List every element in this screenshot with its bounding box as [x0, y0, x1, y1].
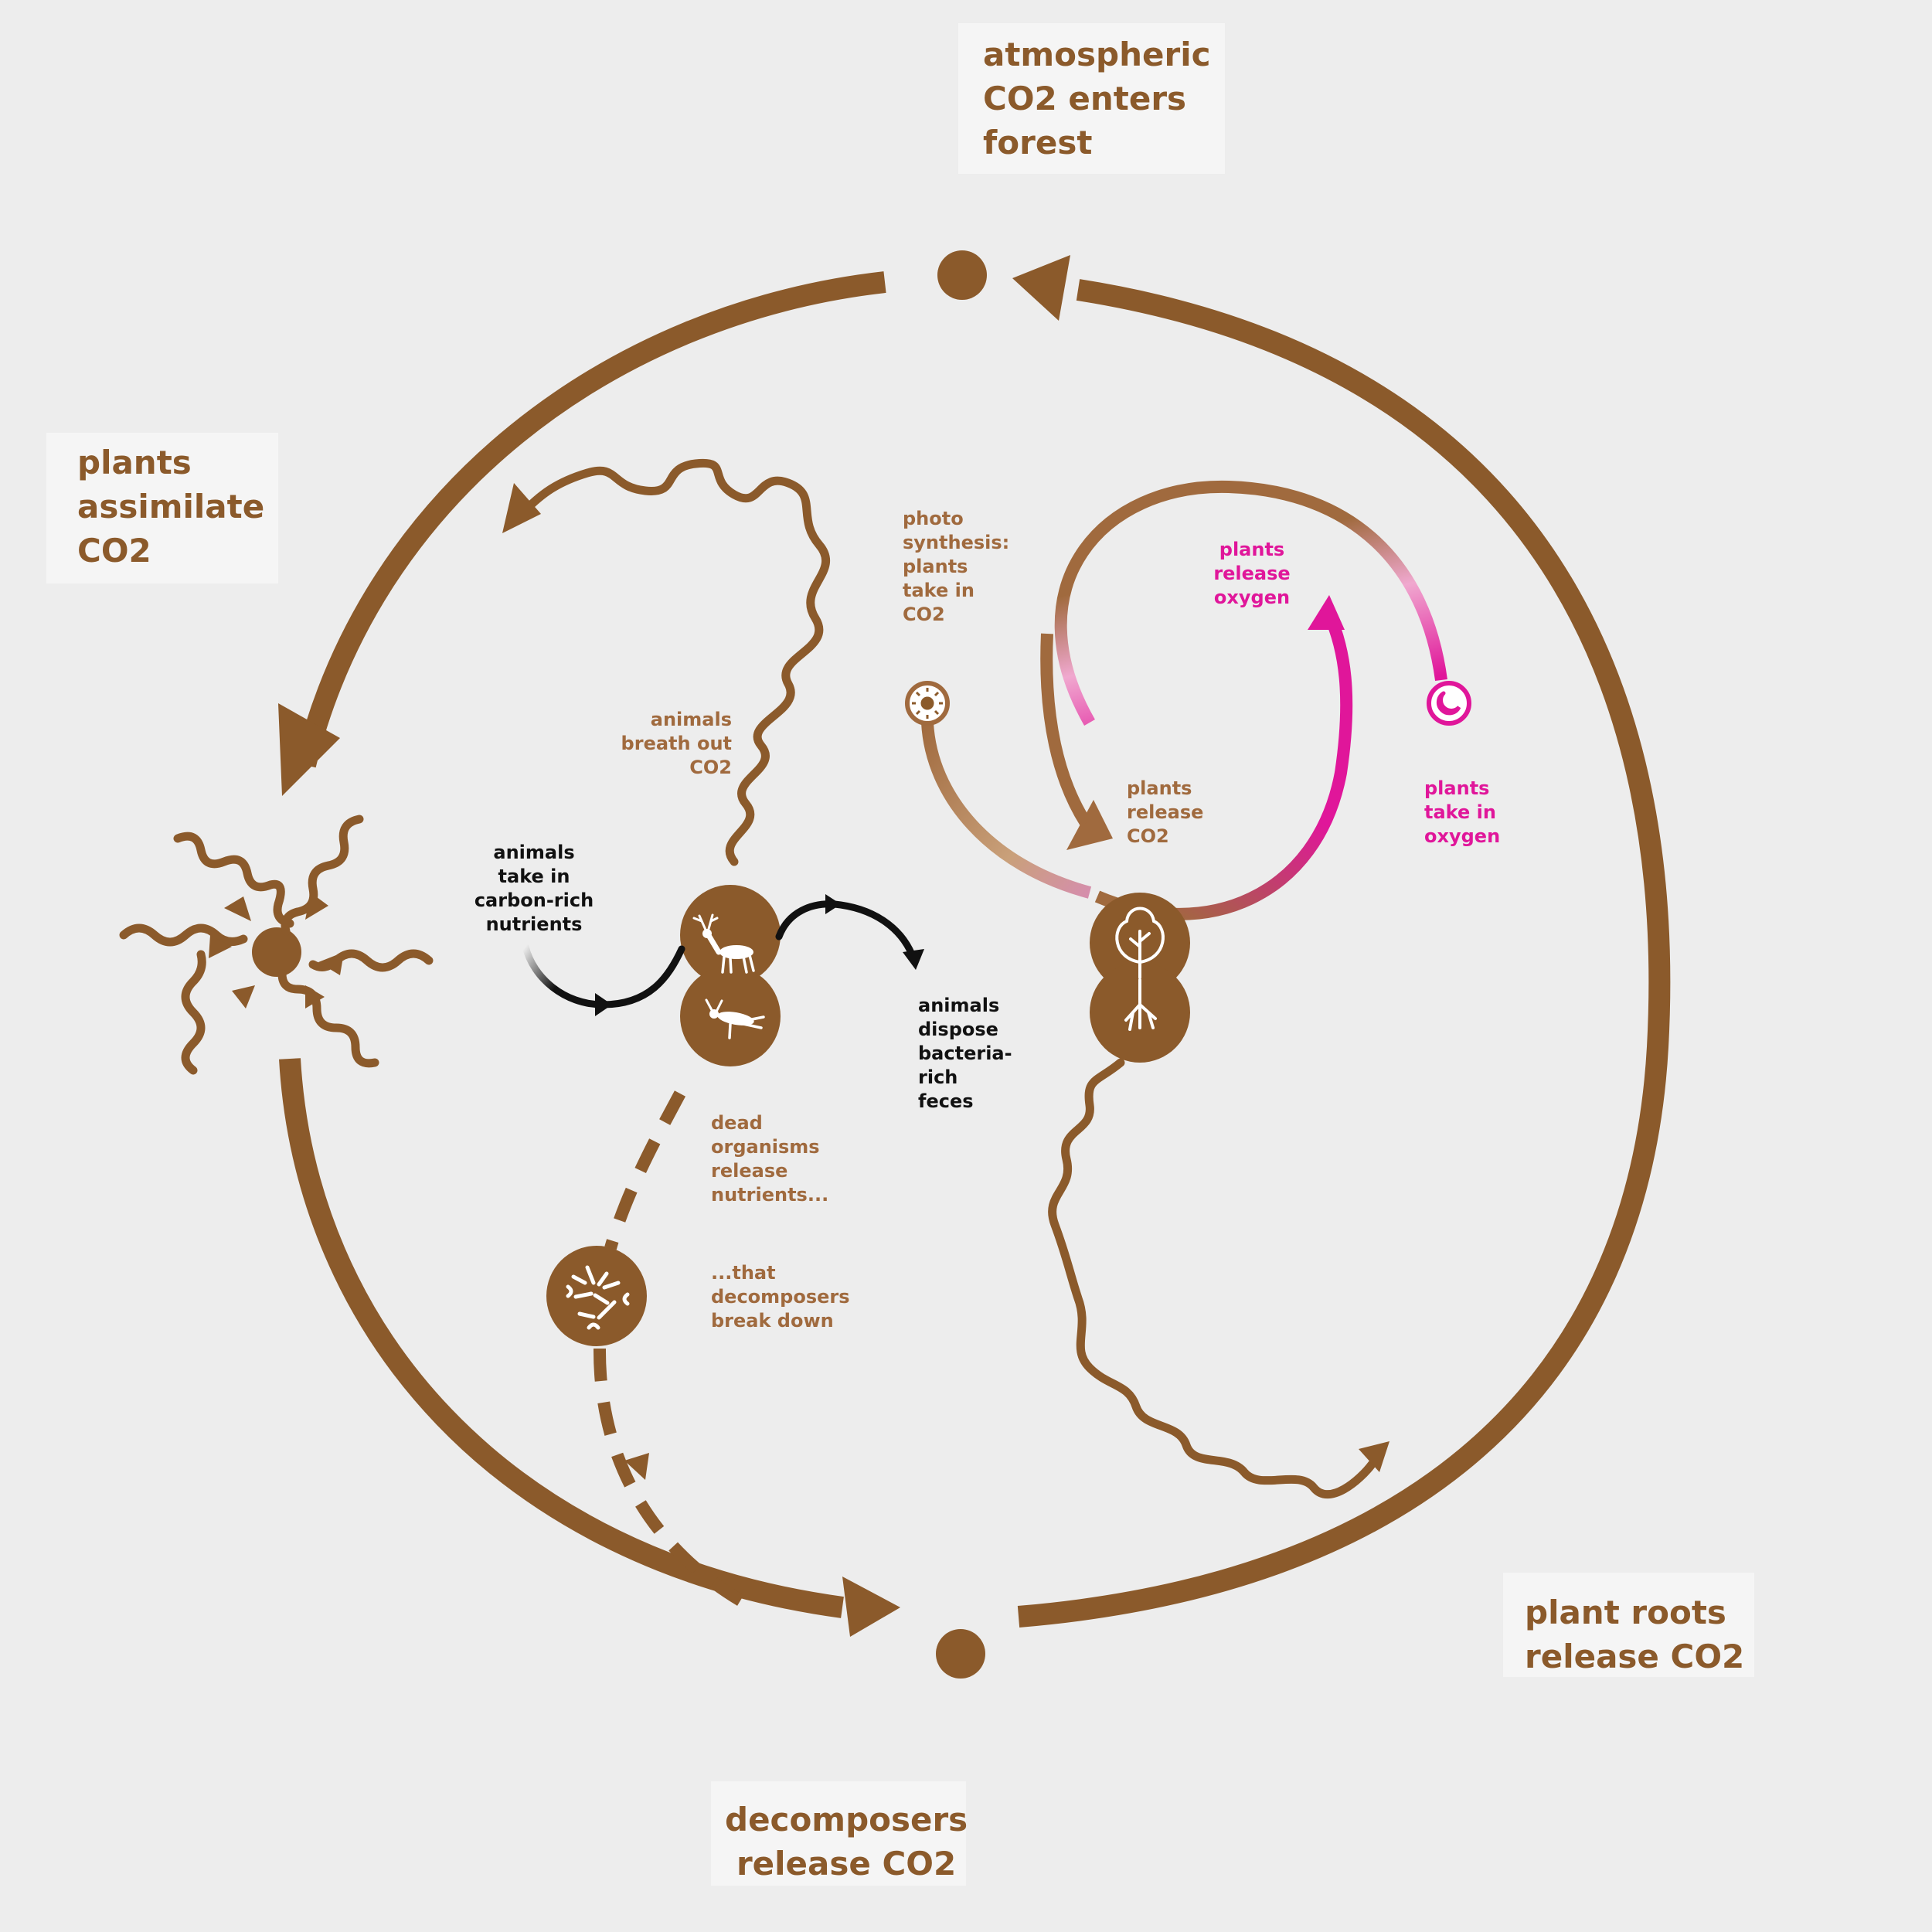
label-panel-assimilate	[46, 433, 278, 583]
outer-arrowheads	[278, 255, 1070, 1637]
label-panel-decomposers	[711, 1781, 966, 1886]
label-plants-release-oxygen: plants release oxygen	[1213, 539, 1291, 608]
dead-animal-icon	[705, 998, 765, 1039]
arrow-animals-dispose	[775, 900, 916, 958]
arrowhead-to-plants	[278, 703, 340, 796]
label-plants-release-co2: plants release CO2	[1127, 777, 1204, 847]
arc-photosynthesis	[921, 722, 1092, 899]
animal-cluster	[680, 885, 781, 1066]
arrowhead-dispose-end	[903, 949, 924, 970]
label-animals-take: animals take in carbon-rich nutrients	[474, 842, 594, 935]
arc-to-release-co2	[1040, 633, 1091, 827]
arc-plants-release-oxygen	[1094, 611, 1353, 920]
arrowhead-to-decomposers	[842, 1577, 900, 1637]
dashed-dead-to-decomposer	[604, 1090, 686, 1250]
arc-atmosphere-to-plants	[294, 271, 886, 768]
label-panel-atmospheric	[958, 23, 1225, 174]
node-decomposers-co2	[936, 1629, 985, 1679]
roots-icon	[1124, 978, 1157, 1031]
arrowhead-animals-take-in	[595, 993, 612, 1016]
squiggle-down-left	[181, 950, 206, 1075]
decomposer-icon	[566, 1265, 630, 1330]
label-animals-breath: animals breath out CO2	[621, 709, 732, 778]
starburst-arrowheads	[209, 893, 344, 1009]
arc-plants-to-decomposers	[279, 1058, 844, 1618]
squiggle-up-right	[281, 815, 364, 936]
arrowhead-plants-release-co2	[1066, 800, 1113, 850]
label-plants-take-oxygen: plants take in oxygen	[1424, 777, 1501, 847]
node-plants	[252, 927, 301, 977]
label-that-decomposers: ...that decomposers break down	[711, 1262, 850, 1332]
squiggle-down-right	[277, 969, 379, 1068]
label-animals-dispose: animals dispose bacteria- rich feces	[918, 995, 1012, 1112]
tree-icon	[1115, 906, 1165, 979]
arrowhead-plants-release-oxygen	[1308, 595, 1345, 630]
squiggle-up-left	[173, 832, 294, 928]
arrowhead-dashed-mid	[624, 1453, 649, 1480]
label-photosynthesis: photo synthesis: plants take in CO2	[903, 508, 1010, 625]
node-animal-alive	[680, 885, 781, 985]
label-dead-organisms: dead organisms release nutrients...	[711, 1112, 829, 1206]
node-atmosphere	[937, 250, 987, 300]
squiggle-left	[119, 923, 248, 947]
arrowhead-animals-breath	[502, 483, 541, 533]
label-plant-roots: plant roots release CO2	[1525, 1594, 1745, 1675]
squiggle-animals-breath	[521, 458, 831, 866]
label-decomposers-release: decomposers release CO2	[725, 1801, 968, 1883]
moon-node	[1427, 681, 1471, 726]
label-plants-assimilate: plants assimilate CO2	[77, 444, 265, 570]
arc-plants-take-oxygen	[1054, 480, 1447, 726]
outer-cycle	[279, 271, 1671, 1628]
deer-icon	[692, 913, 755, 974]
starburst	[119, 815, 434, 1075]
arrow-animals-take-in	[522, 943, 685, 1009]
squiggle-plant-roots	[1048, 1058, 1376, 1499]
label-atmospheric: atmospheric CO2 enters forest	[983, 36, 1211, 162]
moon-icon	[1436, 691, 1461, 716]
arc-atmosphere-right	[1017, 279, 1671, 1628]
arrowhead-plant-roots	[1359, 1441, 1389, 1472]
sun-icon	[912, 688, 943, 719]
arrowhead-dispose-mid	[825, 894, 841, 914]
arrowhead-to-atmosphere	[1012, 255, 1070, 321]
label-panel-roots	[1503, 1573, 1754, 1677]
